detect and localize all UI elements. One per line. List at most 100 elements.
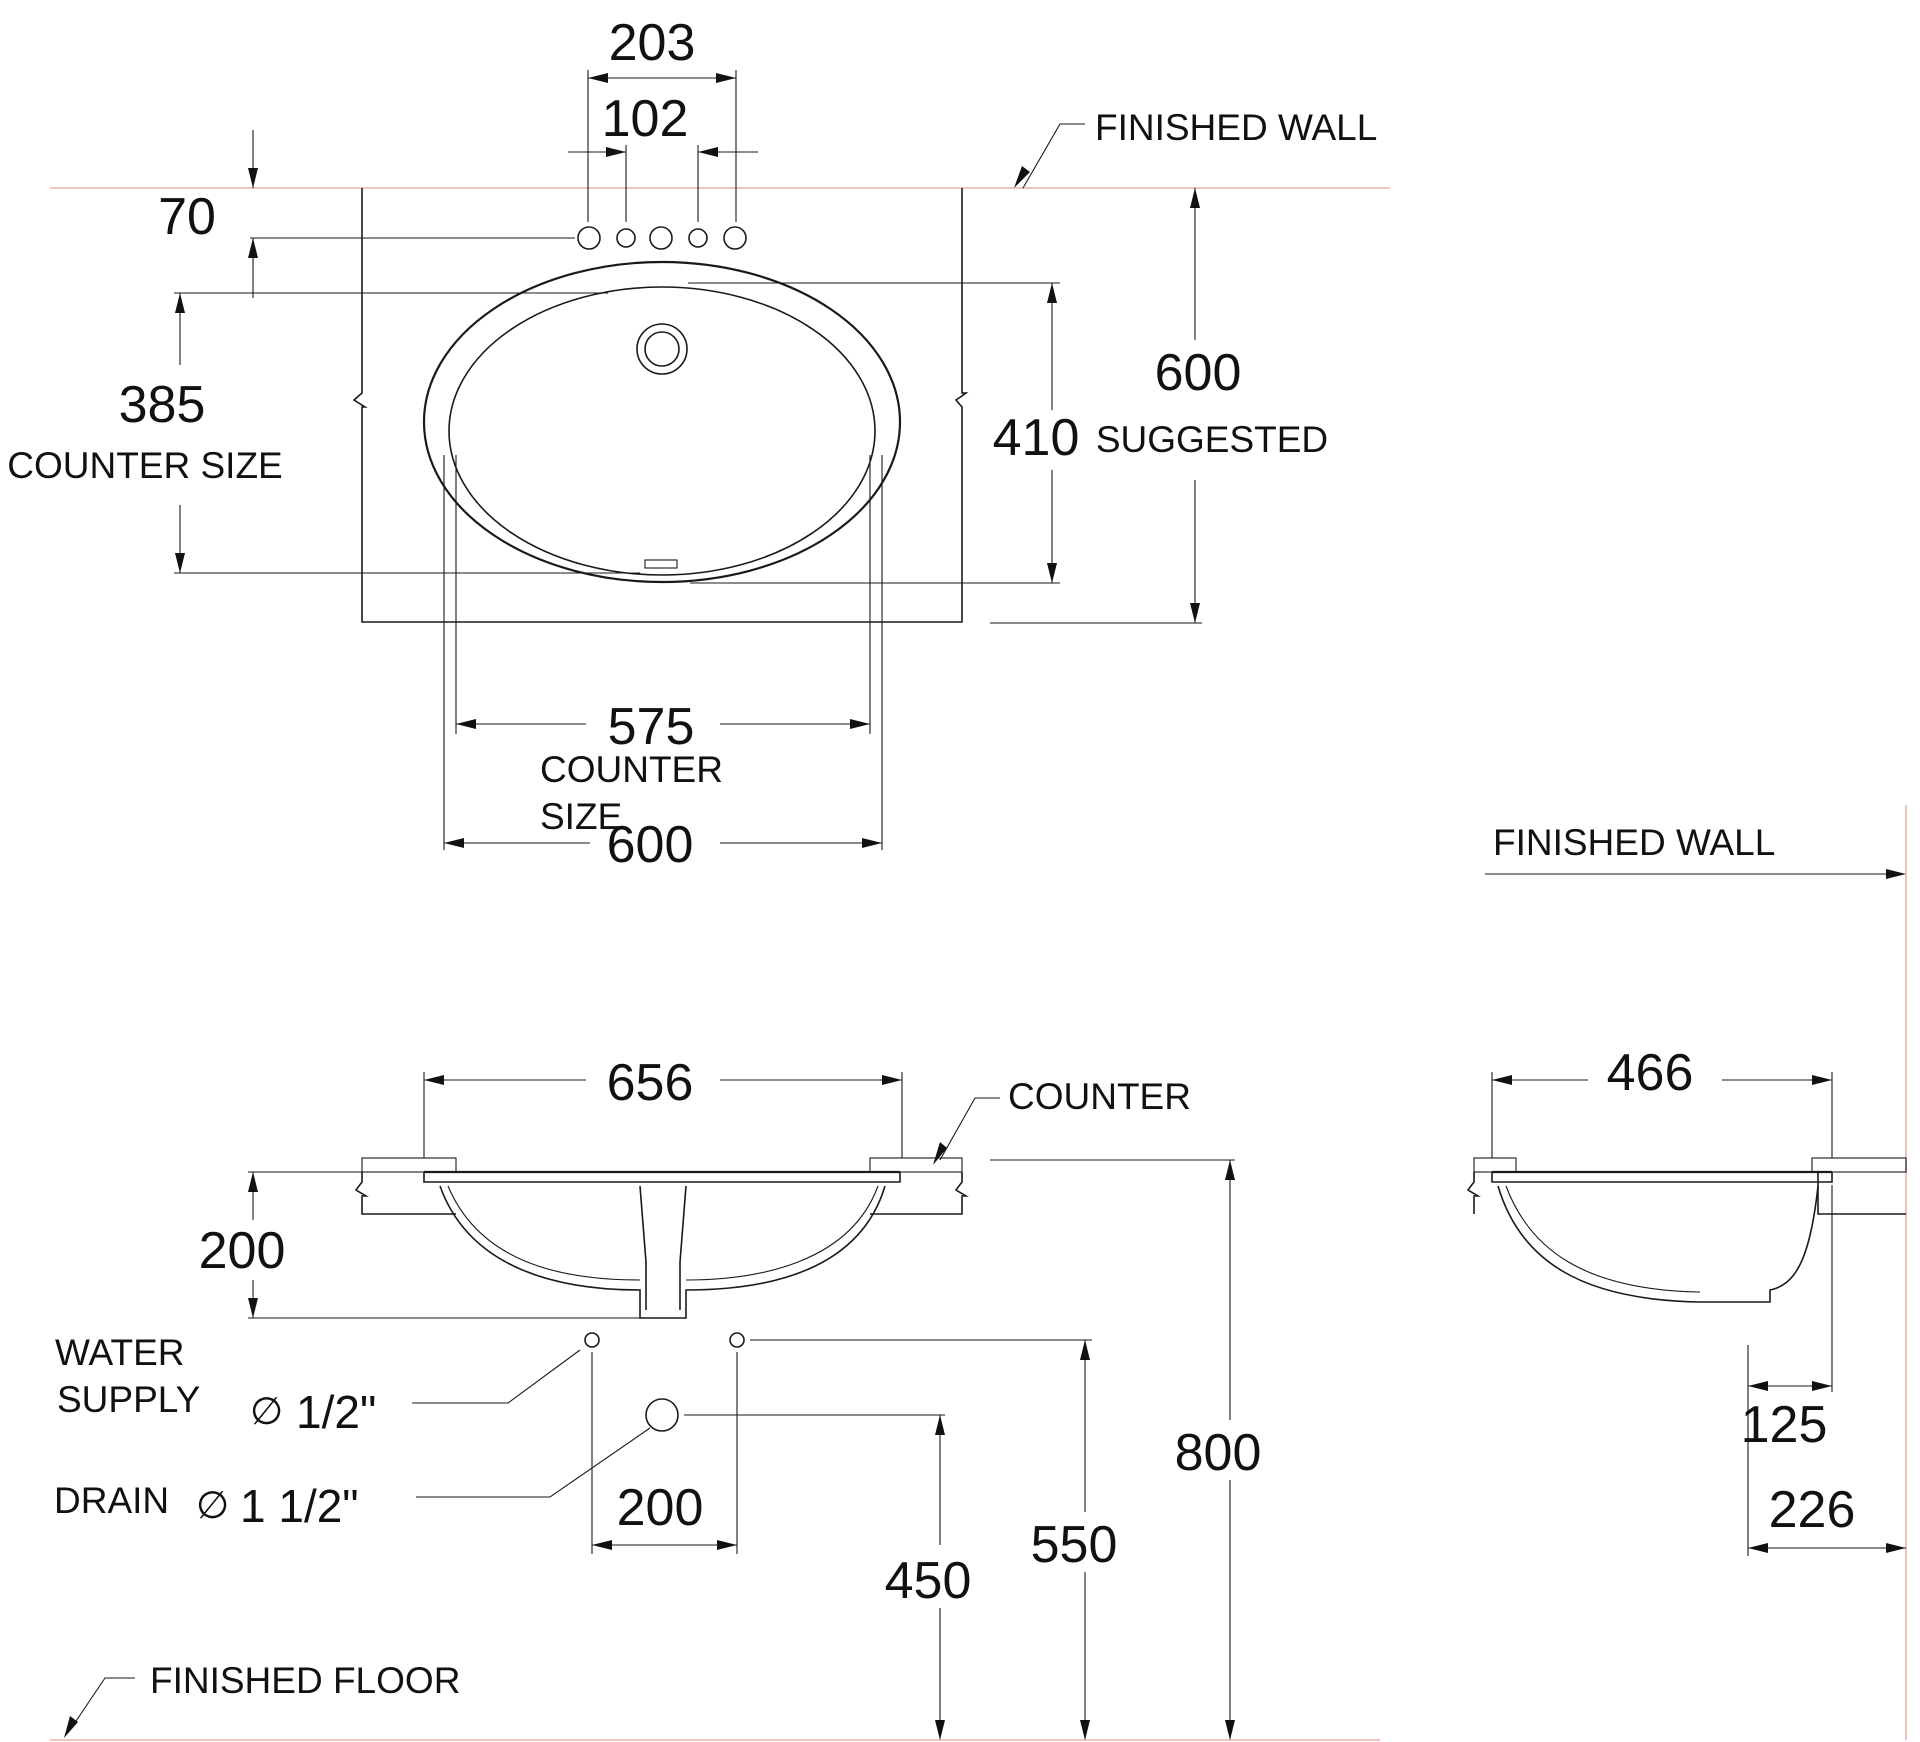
arrow (717, 1540, 737, 1550)
dim-450: 450 (885, 1552, 972, 1610)
arrow (1748, 1381, 1768, 1391)
dim-600-width: 600 (607, 816, 694, 874)
arrow (1190, 188, 1200, 208)
faucet-hole-icon (688, 228, 708, 248)
water-supply-point-icon (729, 1332, 745, 1348)
dim-203: 203 (609, 14, 696, 72)
arrow (1080, 1340, 1090, 1360)
dim-102: 102 (602, 90, 689, 148)
drain-label: DRAIN (54, 1480, 169, 1521)
plan-view: FINISHED WALL 203 102 (7, 14, 1390, 874)
side-view: FINISHED WALL 466 125 226 (1466, 805, 1907, 1740)
arrow (1190, 603, 1200, 623)
arrow (592, 1540, 612, 1550)
arrow (248, 168, 258, 188)
finished-wall-leader (1022, 123, 1085, 189)
basin-outer-rim (422, 260, 902, 584)
drain-size: 1 1/2" (240, 1480, 359, 1532)
arrow (1492, 1075, 1512, 1085)
side-counter-back (1811, 1157, 1907, 1173)
arrow (248, 1172, 258, 1192)
faucet-holes (577, 226, 747, 250)
faucet-hole-icon (577, 226, 601, 250)
overflow-slot (644, 559, 678, 569)
water-label: WATER (55, 1332, 184, 1373)
diameter-symbol-drain-icon: ∅ (196, 1485, 229, 1527)
side-basin-bowl (1497, 1185, 1819, 1303)
side-counter-front (1473, 1157, 1517, 1173)
arrow (882, 1075, 902, 1085)
dim-410: 410 (993, 409, 1080, 467)
water-supply-point-icon (584, 1332, 600, 1348)
arrow (1225, 1160, 1235, 1180)
side-basin-bowl-inner (1505, 1185, 1701, 1293)
water-supply-size: 1/2" (296, 1386, 376, 1438)
dim-125: 125 (1741, 1396, 1828, 1454)
dim-800: 800 (1175, 1424, 1262, 1482)
dim-550: 550 (1031, 1516, 1118, 1574)
drain-body (639, 1185, 687, 1310)
counter-label-plan: COUNTER (540, 749, 723, 790)
dim-656: 656 (607, 1054, 694, 1112)
arrow (1047, 283, 1057, 303)
counter-slab-left (361, 1157, 457, 1173)
basin-bowl-inner (685, 1185, 879, 1281)
counter-outline (352, 188, 969, 623)
counter-edge-left (354, 1172, 456, 1215)
arrow (1047, 563, 1057, 583)
basin-inner-bowl (448, 286, 876, 576)
drain-inner-icon (644, 331, 680, 367)
water-supply-leader (412, 1349, 581, 1404)
basin-flange (423, 1172, 901, 1183)
drain-leader (416, 1427, 651, 1498)
counter-label-front: COUNTER (1008, 1076, 1191, 1117)
side-counter-edge (1466, 1172, 1481, 1214)
arrow (456, 719, 476, 729)
arrow (716, 73, 736, 83)
finished-wall-arrow (1886, 869, 1906, 879)
dim-600-depth: 600 (1155, 344, 1242, 402)
basin-bowl (439, 1185, 886, 1319)
arrow (248, 1298, 258, 1318)
dim-226: 226 (1769, 1481, 1856, 1539)
faucet-hole-icon (616, 228, 636, 248)
arrow (588, 73, 608, 83)
dim-70: 70 (158, 188, 216, 246)
counter-leader-arrow (933, 1142, 947, 1165)
arrow (424, 1075, 444, 1085)
front-view: 656 COUNTER 200 WATER SUPPLY ∅ 1/2" DRAI… (50, 1054, 1380, 1741)
arrow (444, 838, 464, 848)
arrow (175, 293, 185, 313)
arrow (175, 553, 185, 573)
finished-floor-label: FINISHED FLOOR (150, 1660, 460, 1701)
arrow (698, 147, 718, 157)
arrow (1080, 1720, 1090, 1740)
finished-floor-leader-arrow (64, 1716, 78, 1738)
suggested-label: SUGGESTED (1096, 419, 1328, 460)
counter-edge-right (870, 1172, 969, 1215)
arrow (862, 838, 882, 848)
supply-label: SUPPLY (57, 1379, 200, 1420)
arrow (1225, 1720, 1235, 1740)
arrow (850, 719, 870, 729)
finished-floor-leader (69, 1677, 135, 1731)
dim-466: 466 (1607, 1044, 1694, 1102)
size-label-plan: SIZE (540, 796, 622, 837)
counter-slab-right (869, 1157, 963, 1173)
finished-wall-leader-arrow (1014, 166, 1030, 188)
counter-leader (939, 1097, 1000, 1161)
arrow (1886, 1543, 1906, 1553)
dim-575: 575 (608, 698, 695, 756)
drain-point-icon (645, 1398, 679, 1432)
faucet-hole-icon (723, 226, 747, 250)
dim-385: 385 (119, 376, 206, 434)
drain-outer-icon (636, 323, 688, 375)
arrow (1748, 1543, 1768, 1553)
arrow (935, 1720, 945, 1740)
arrow (935, 1415, 945, 1435)
side-basin-flange (1491, 1172, 1833, 1183)
dim-200-spacing: 200 (617, 1479, 704, 1537)
diameter-symbol-supply-icon: ∅ (250, 1391, 283, 1433)
arrow (1812, 1381, 1832, 1391)
